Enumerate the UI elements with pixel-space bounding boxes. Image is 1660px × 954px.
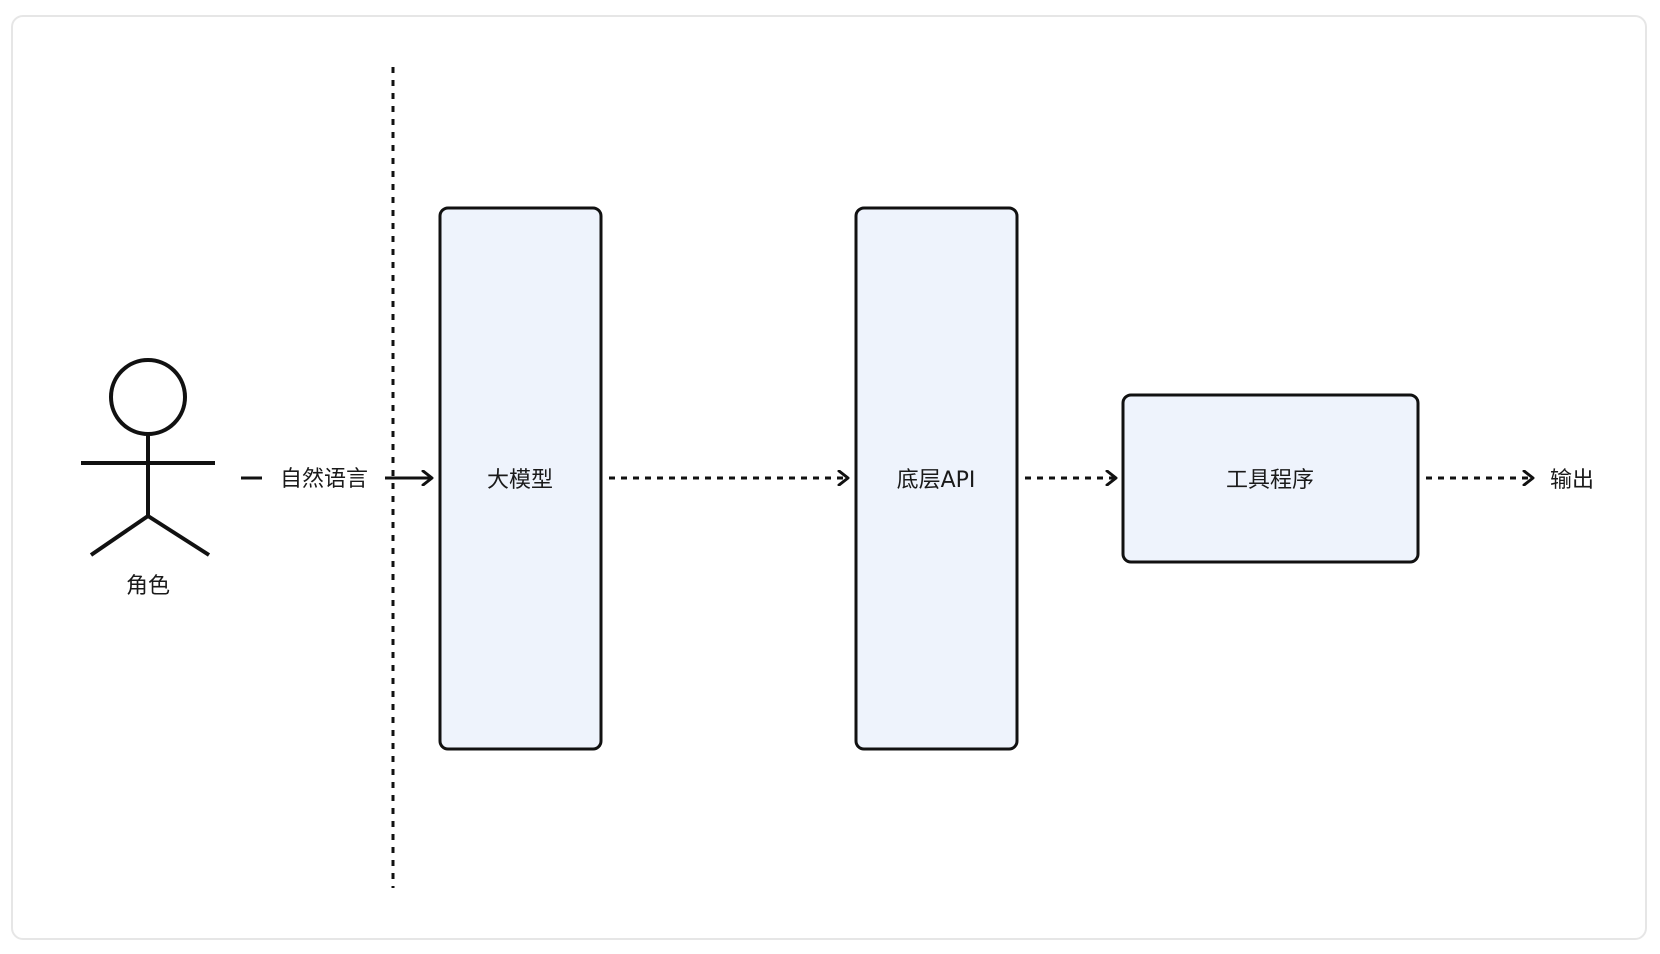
- node-api: [854, 206, 1019, 751]
- output-label: 输出: [1550, 468, 1594, 493]
- actor-label: 角色: [126, 574, 170, 599]
- node-tool-label: 工具程序: [1226, 468, 1314, 493]
- actor-figure: [81, 358, 215, 557]
- node-llm: [438, 206, 603, 751]
- input-edge-label: 自然语言: [280, 467, 368, 492]
- node-tool: [1121, 393, 1420, 564]
- node-llm-label: 大模型: [487, 468, 553, 493]
- actor-right-leg: [146, 514, 211, 557]
- node-api-label: 底层API: [897, 468, 976, 493]
- actor-head: [109, 358, 187, 436]
- actor-left-leg: [89, 514, 150, 557]
